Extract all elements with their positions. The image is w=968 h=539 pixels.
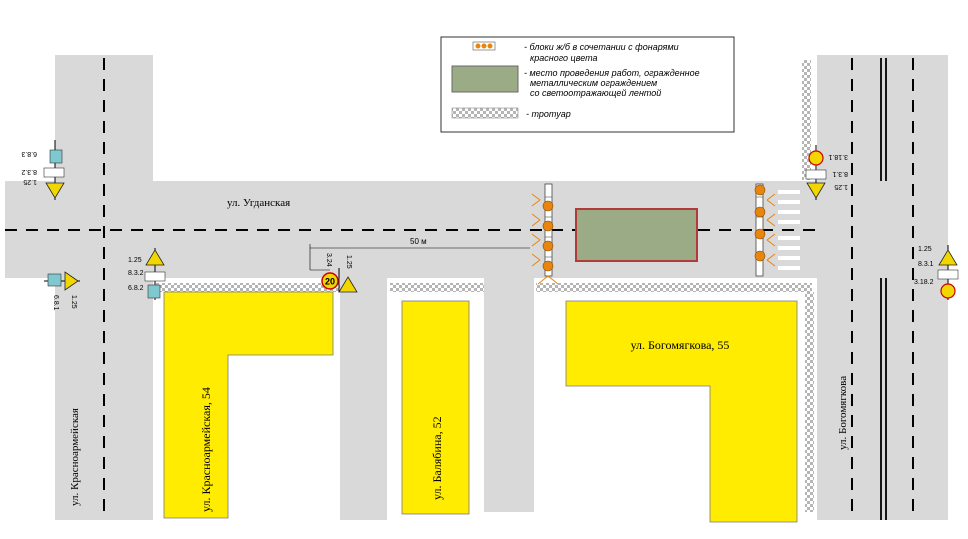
- road-side-2: [484, 278, 534, 512]
- sign-code-tr-831: 8.3.1: [832, 170, 848, 177]
- legend-swatch-sidewalk: [451, 107, 519, 119]
- sign-code-l-682: 6.8.2: [128, 285, 144, 292]
- lane-arrow-plate: [937, 269, 959, 280]
- road-side-1: [340, 278, 387, 520]
- sidewalk-1: [155, 283, 340, 292]
- sidewalk-5: [802, 60, 811, 180]
- building-label-b2: ул. Балябина, 52: [430, 416, 444, 500]
- sign-code-l-lower-125: 1.25: [70, 295, 77, 309]
- warning-sign-l-lower: [64, 271, 79, 291]
- info-sign-blue: [47, 273, 62, 287]
- distance-label: 50 м: [410, 237, 427, 246]
- distance-dimension: [309, 244, 530, 271]
- sign-code-r-831: 8.3.1: [918, 261, 934, 268]
- warning-sign-mid: [338, 276, 358, 293]
- sign-code-tr-125: 1.25: [834, 183, 848, 190]
- street-label-krasnoarmeyskaya: ул. Красноармейская: [69, 408, 81, 506]
- legend-work-line-2: металлическим ограждением: [530, 78, 657, 88]
- roads: [5, 55, 948, 520]
- legend-blocks-line-1: - блоки ж/б в сочетании с фонарями: [524, 42, 679, 52]
- lane-arrow-plate: [805, 169, 827, 180]
- work-area-fence: [575, 208, 698, 262]
- warning-lamp: [542, 220, 554, 232]
- street-label-ugdanskaya: ул. Угданская: [227, 197, 290, 209]
- legend-lamp: [481, 43, 487, 49]
- legend: - блоки ж/б в сочетании с фонарями красн…: [440, 36, 735, 133]
- sign-code-r-3182: 3.18.2: [914, 279, 934, 286]
- warning-sign-l-upper: [145, 249, 165, 266]
- sign-code-l-681: 6.8.1: [52, 295, 59, 311]
- building-bogomyagkova-55: [565, 300, 798, 523]
- building-balyabina-52: [401, 300, 470, 515]
- speed-limit-sign: [321, 272, 339, 290]
- warning-lamp: [542, 240, 554, 252]
- sidewalk-4: [805, 292, 814, 512]
- warning-lamp: [542, 260, 554, 272]
- sidewalk-2: [390, 283, 484, 292]
- warning-sign-tr: [806, 182, 826, 199]
- warning-lamp: [754, 250, 766, 262]
- warning-lamp: [754, 206, 766, 218]
- legend-sidewalk: - тротуар: [526, 109, 571, 119]
- warning-lamp: [754, 228, 766, 240]
- speed-limit-value: 20: [325, 277, 335, 287]
- lane-arrow-plate: [43, 167, 65, 178]
- warning-lamp: [754, 184, 766, 196]
- sign-code-tl-683: 6.8.3: [21, 150, 37, 157]
- building-label-b3: ул. Богомягкова, 55: [631, 338, 730, 352]
- warning-lamp: [542, 200, 554, 212]
- legend-blocks-line-2: красного цвета: [530, 53, 598, 63]
- warning-sign-r: [938, 249, 958, 266]
- street-label-bogomyagkova: ул. Богомягкова: [837, 376, 849, 450]
- info-sign-blue: [147, 284, 161, 299]
- sign-code-l-125: 1.25: [128, 257, 142, 264]
- sign-code-mid-324: 3.24: [325, 253, 332, 267]
- sign-code-mid-125: 1.25: [345, 255, 352, 269]
- legend-swatch-work-area: [451, 65, 519, 93]
- legend-lamp: [475, 43, 481, 49]
- keep-left-sign: [940, 283, 956, 299]
- legend-work-line-1: - место проведения работ, огражденное: [524, 68, 700, 78]
- pedestrian-crossing: [778, 190, 800, 270]
- sign-code-r-125: 1.25: [918, 246, 932, 253]
- sidewalks: [155, 60, 814, 512]
- sign-code-tl-125: 1.25: [23, 178, 37, 185]
- keep-right-sign: [808, 150, 824, 166]
- sign-code-tl-832: 8.3.2: [21, 168, 37, 175]
- buildings: [163, 291, 798, 523]
- building-label-b1: ул. Красноармейская, 54: [199, 387, 213, 512]
- sign-code-tr-3181: 3.18.1: [828, 153, 848, 160]
- info-sign-blue: [49, 149, 63, 164]
- legend-lamp: [487, 43, 493, 49]
- lane-arrow-plate: [144, 271, 166, 282]
- building-krasnoarmeyskaya-54: [163, 291, 334, 519]
- warning-sign-tl: [45, 182, 65, 199]
- legend-work-line-3: со светоотражающей лентой: [530, 88, 661, 98]
- sidewalk-3: [536, 283, 812, 292]
- sign-code-l-832: 8.3.2: [128, 270, 144, 277]
- road-bogomyagkova: [817, 55, 948, 520]
